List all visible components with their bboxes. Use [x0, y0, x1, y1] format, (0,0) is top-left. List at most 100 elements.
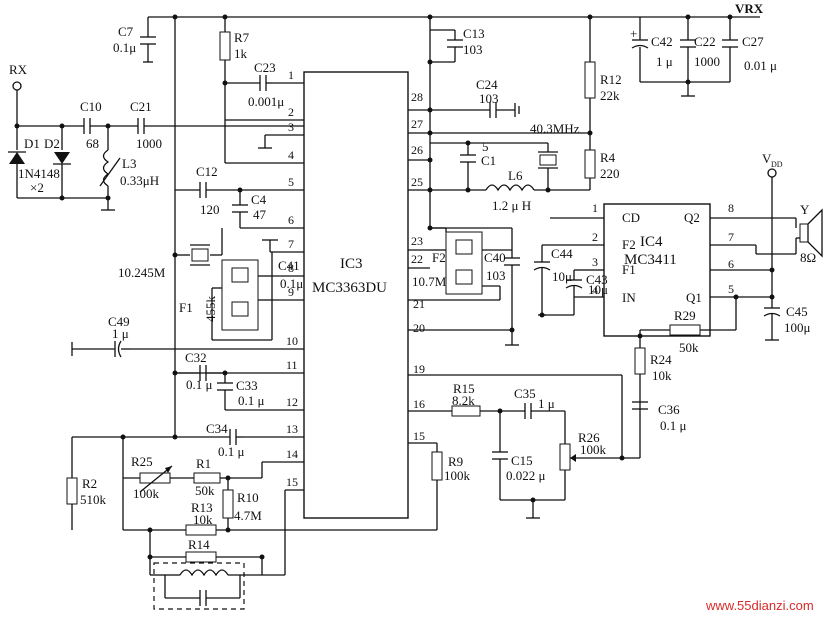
c49 [71, 340, 130, 358]
svg-text:15: 15 [413, 429, 425, 443]
diode-qty: ×2 [30, 180, 44, 195]
ic3-ref: IC3 [340, 256, 363, 272]
r2-value: 510k [80, 492, 107, 507]
svg-text:6: 6 [288, 213, 294, 227]
svg-text:Q1: Q1 [686, 290, 702, 305]
svg-text:7: 7 [288, 237, 294, 251]
r13-value: 10k [193, 512, 213, 527]
r1-ref: R1 [196, 456, 211, 471]
audio-network [285, 403, 576, 531]
c7-ref: C7 [118, 24, 134, 39]
c7 [140, 17, 156, 63]
r4 [584, 149, 596, 179]
vdd-subscript: DD [771, 160, 783, 169]
rx-label: RX [9, 62, 28, 77]
svg-text:10: 10 [286, 334, 298, 348]
c34-ref: C34 [206, 421, 228, 436]
c10-value: 68 [86, 136, 99, 151]
svg-text:3: 3 [592, 255, 598, 269]
c41-value: 0.1μ [280, 276, 303, 291]
c40-ref: C40 [484, 250, 506, 265]
c4-ref: C4 [251, 192, 267, 207]
f2-filter [427, 225, 520, 346]
svg-text:1: 1 [592, 201, 598, 215]
r4-ref: R4 [600, 150, 616, 165]
c13-ref: C13 [463, 26, 485, 41]
r24-ref: R24 [650, 352, 672, 367]
c27-value: 0.01 μ [744, 58, 777, 73]
c1-ref: C1 [481, 153, 496, 168]
svg-text:1: 1 [288, 68, 294, 82]
c22-ref: C22 [694, 34, 716, 49]
svg-text:7: 7 [728, 230, 734, 244]
c40-value: 103 [486, 268, 506, 283]
l3-ref: L3 [122, 156, 136, 171]
diode-type: 1N4148 [18, 166, 60, 181]
c23-ref: C23 [254, 60, 276, 75]
r7-value: 1k [234, 46, 248, 61]
c35-value: 1 μ [538, 396, 555, 411]
c42-ref: C42 [651, 34, 673, 49]
r14-ref: R14 [188, 537, 210, 552]
d2-ref: D2 [44, 136, 60, 151]
ic4-pin-labels: CD F2 F1 IN Q2 Q1 1 2 3 4 8 7 6 5 [592, 201, 734, 305]
r2-ref: R2 [82, 476, 97, 491]
c45-value: 100μ [784, 320, 811, 335]
svg-text:F1: F1 [622, 262, 636, 277]
svg-text:2: 2 [592, 230, 598, 244]
svg-text:CD: CD [622, 210, 640, 225]
c5-ref: 5 [482, 139, 489, 154]
r24-value: 10k [652, 368, 672, 383]
svg-text:5: 5 [288, 175, 294, 189]
svg-text:9: 9 [288, 285, 294, 299]
supply-rail [148, 14, 760, 437]
c33-value: 0.1 μ [238, 393, 265, 408]
c7-value: 0.1μ [113, 40, 136, 55]
speaker-value: 8Ω [800, 250, 816, 265]
xtal-10245-label: 10.245M [118, 265, 166, 280]
svg-text:26: 26 [411, 143, 423, 157]
r4-value: 220 [600, 166, 620, 181]
vrx-label: VRX [735, 1, 764, 16]
l3-value: 0.33μH [120, 173, 159, 188]
svg-text:21: 21 [413, 297, 425, 311]
svg-text:20: 20 [413, 321, 425, 335]
svg-text:4: 4 [592, 283, 598, 297]
r12-ref: R12 [600, 72, 622, 87]
c44-ref: C44 [551, 246, 573, 261]
coil-module [153, 562, 250, 610]
r25-value: 100k [133, 486, 160, 501]
svg-text:13: 13 [286, 422, 298, 436]
f1-filter [211, 239, 278, 341]
r1-value: 50k [195, 483, 215, 498]
c21-ref: C21 [130, 99, 152, 114]
ic4-part: MC3411 [624, 252, 677, 268]
supply-decoupling: + [630, 17, 738, 97]
r10-ref: R10 [237, 490, 259, 505]
xtal-40mhz-label: 40.3MHz [530, 121, 580, 136]
d1-ref: D1 [24, 136, 40, 151]
c15-value: 0.022 μ [506, 468, 546, 483]
r26-value: 100k [580, 442, 607, 457]
svg-text:F2: F2 [622, 237, 636, 252]
c21-value: 1000 [136, 136, 162, 151]
c15-ref: C15 [511, 453, 533, 468]
c12-value: 120 [200, 202, 220, 217]
svg-text:16: 16 [413, 397, 425, 411]
c32-c33 [172, 365, 233, 410]
r2 [66, 437, 78, 530]
ic3-right-pin-numbers: 28 27 26 25 23 22 21 20 19 16 15 [411, 90, 425, 443]
r29-value: 50k [679, 340, 699, 355]
c41-ref: C41 [278, 258, 300, 273]
svg-text:25: 25 [411, 175, 423, 189]
l6-ref: L6 [508, 168, 523, 183]
c36-ref: C36 [658, 402, 680, 417]
c34 [72, 429, 244, 445]
c49-value: 1 μ [112, 326, 129, 341]
r10-value: 4.7M [234, 508, 262, 523]
c43-value: 10μ [588, 282, 608, 297]
c10-ref: C10 [80, 99, 102, 114]
deviation-network [122, 437, 286, 576]
svg-text:3: 3 [288, 120, 294, 134]
